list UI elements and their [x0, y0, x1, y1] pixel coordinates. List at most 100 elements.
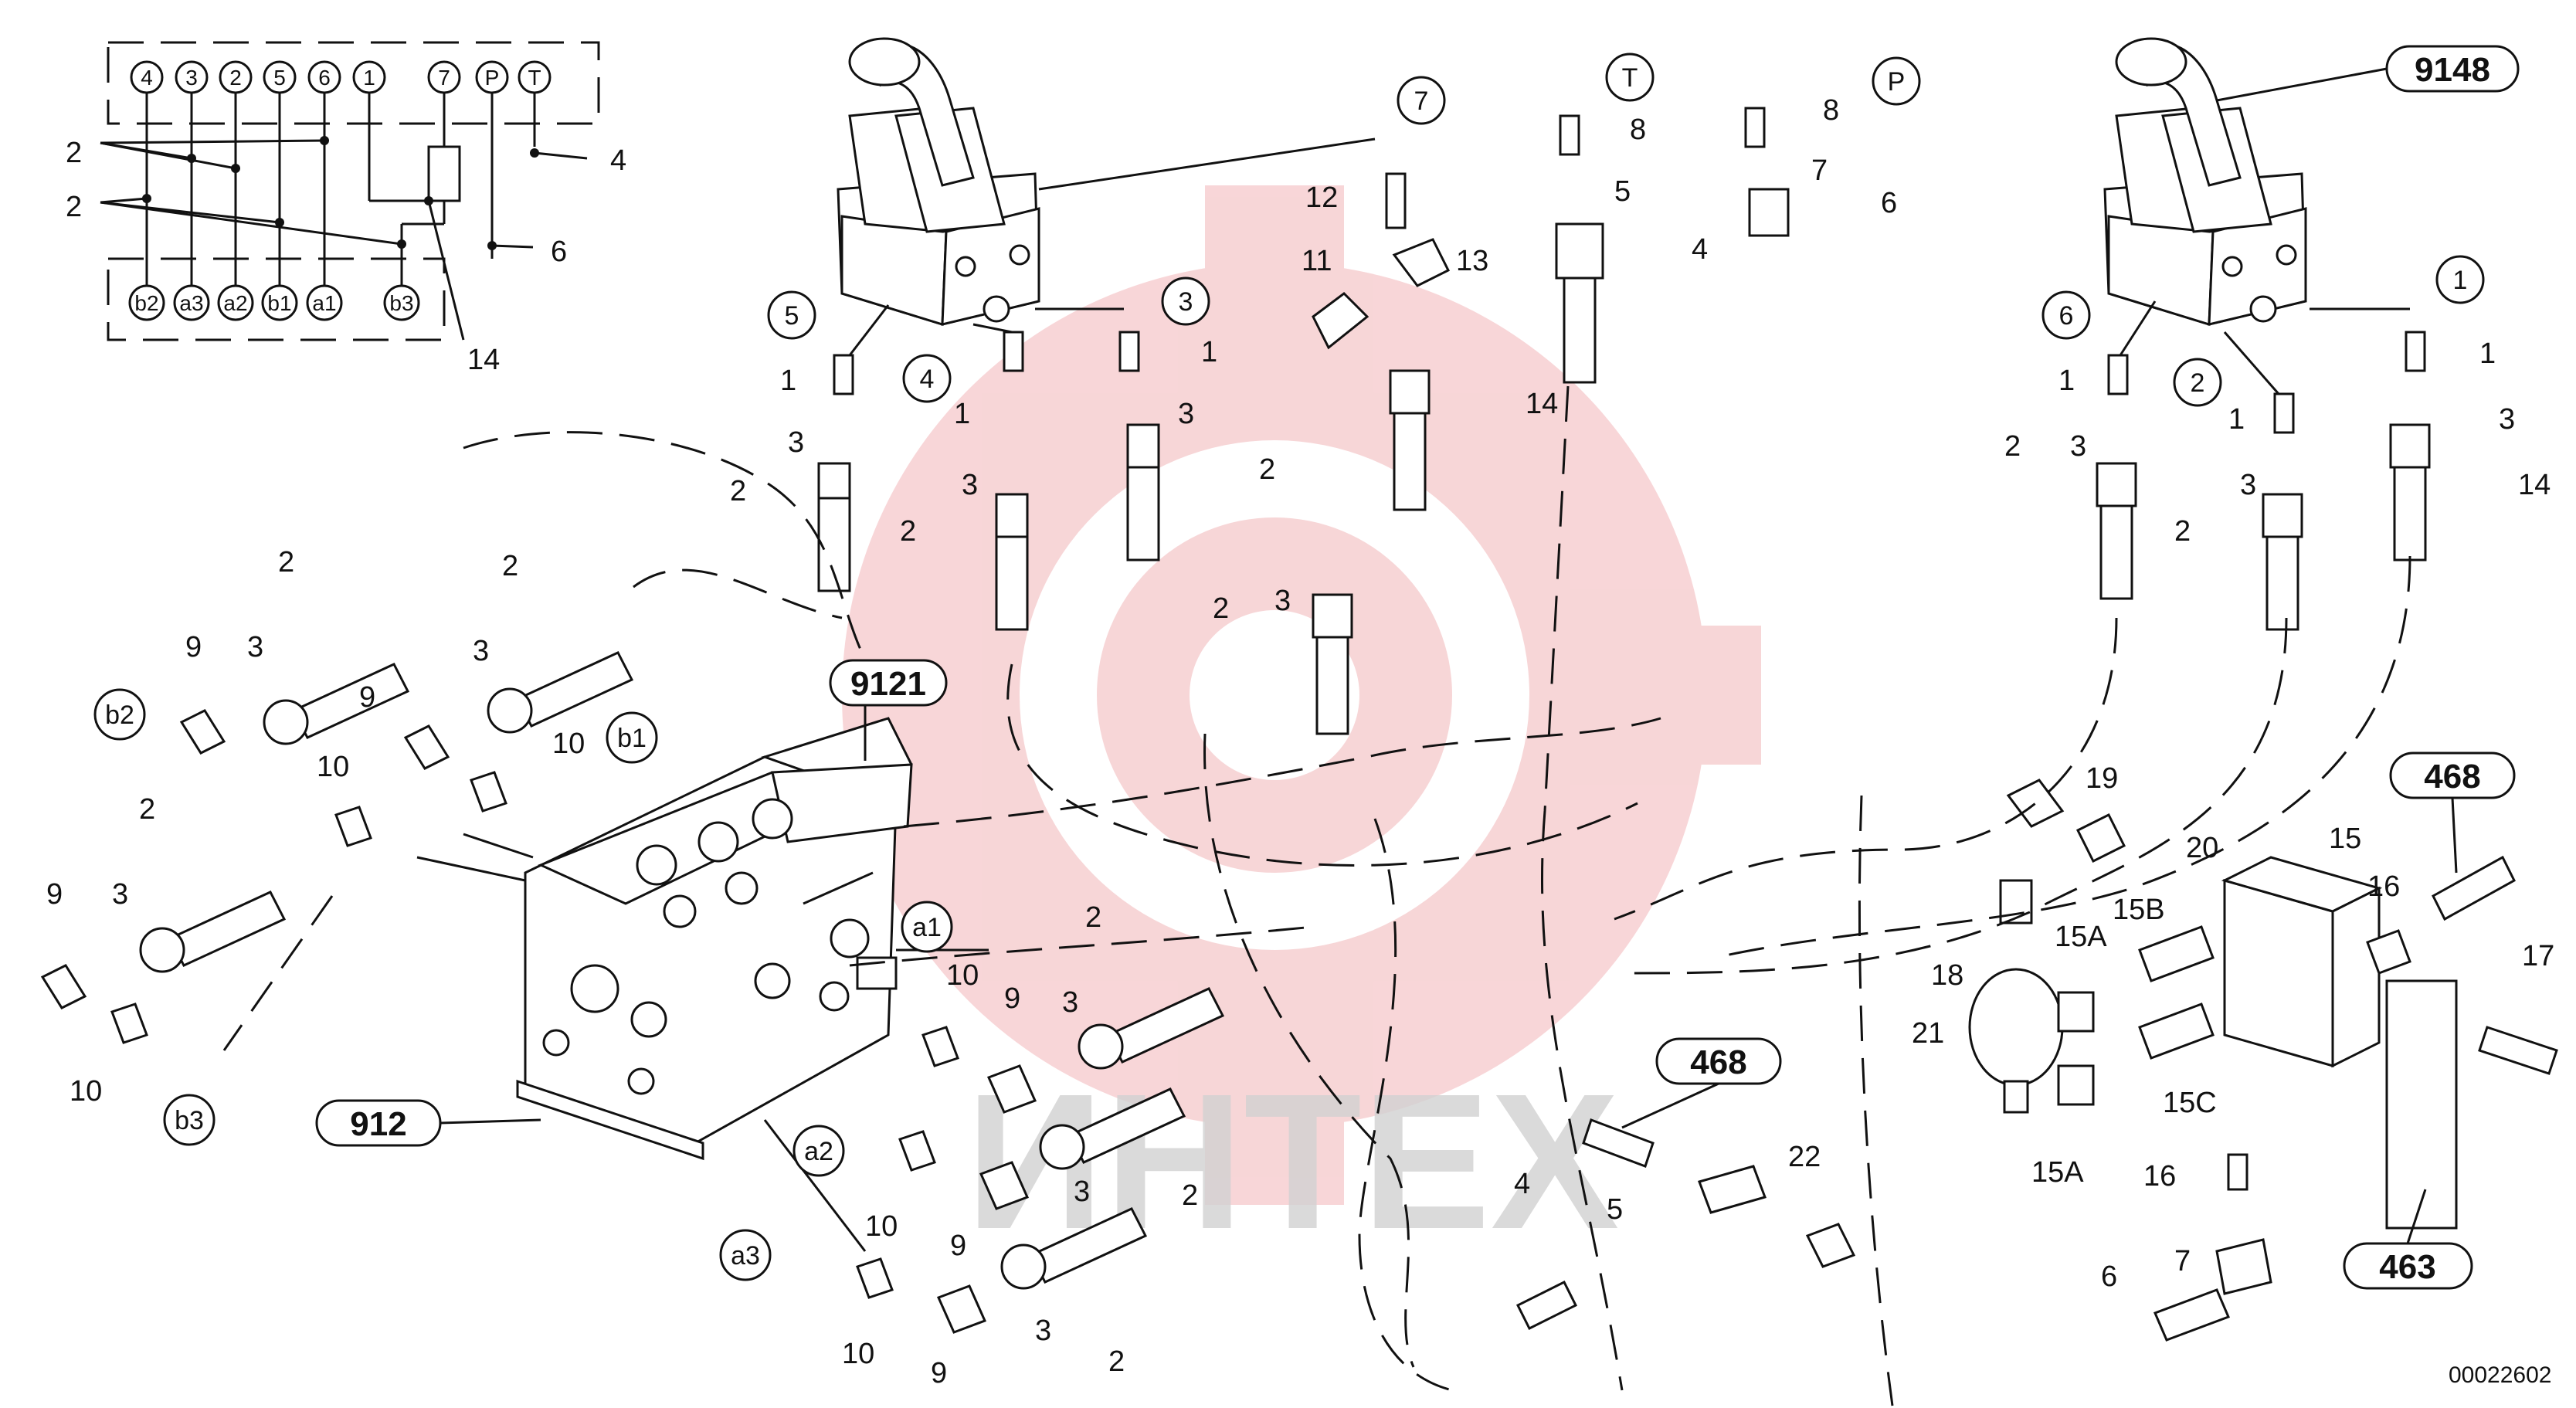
- item-label: 6: [2101, 1260, 2117, 1293]
- item-label: 10: [70, 1075, 102, 1108]
- item-label: 9: [359, 681, 375, 714]
- port-bubble: a1: [912, 913, 942, 942]
- item-label: 1: [1201, 336, 1217, 368]
- item-label: 14: [2518, 469, 2551, 501]
- ref-912: 912: [350, 1105, 406, 1143]
- item-label: 9: [950, 1230, 966, 1262]
- item-label: 2: [1085, 901, 1101, 934]
- port-bubble: 6: [2059, 301, 2074, 331]
- item-label: 7: [1811, 154, 1828, 187]
- item-label: 7: [2174, 1245, 2191, 1277]
- item-label: 18: [1931, 959, 1963, 992]
- item-label: 2: [502, 550, 518, 582]
- schematic-top-port: 6: [318, 66, 331, 90]
- item-label: 4: [1514, 1168, 1530, 1200]
- item-label: 2: [1213, 592, 1229, 625]
- item-label: 3: [1035, 1315, 1051, 1347]
- item-label: 3: [962, 469, 978, 501]
- item-label: 2: [1108, 1345, 1125, 1378]
- port-bubble: b1: [617, 724, 647, 753]
- port-bubble: 2: [2191, 368, 2205, 398]
- joystick-left: [837, 37, 1040, 327]
- item-label: 11: [1302, 245, 1332, 277]
- schematic-top-port: 1: [363, 66, 375, 90]
- item-label: 9: [185, 631, 202, 663]
- schematic-bottom-port: a2: [223, 291, 247, 315]
- item-label: 2: [2004, 430, 2021, 463]
- item-label: 1: [2479, 338, 2496, 370]
- item-label: 2: [278, 546, 294, 578]
- watermark-gear-logo: [842, 185, 1761, 1205]
- ref-468: 468: [1690, 1043, 1746, 1081]
- ref-9148: 9148: [2415, 51, 2490, 89]
- item-label: 16: [2143, 1160, 2176, 1193]
- item-label: 2: [730, 475, 746, 507]
- item-label: 1: [2228, 403, 2245, 436]
- schematic-label: 2: [66, 191, 82, 223]
- port-bubble: 1: [2453, 266, 2468, 295]
- item-label: 15A: [2055, 921, 2107, 953]
- item-label: 10: [317, 751, 349, 783]
- item-label: 20: [2186, 832, 2218, 864]
- schematic-top-port: T: [528, 66, 541, 90]
- item-label: 15C: [2163, 1087, 2217, 1119]
- item-label: 3: [1178, 398, 1194, 430]
- port-bubble: b2: [105, 701, 134, 730]
- item-label: 1: [2058, 365, 2075, 397]
- schematic-top-port: 3: [185, 66, 198, 90]
- document-number: 00022602: [2449, 1362, 2551, 1388]
- schematic-bottom-port: b2: [134, 291, 158, 315]
- schematic-top-port: 2: [229, 66, 242, 90]
- ref-468: 468: [2424, 758, 2480, 796]
- item-label: 3: [2499, 403, 2515, 436]
- item-label: 6: [1881, 187, 1897, 219]
- item-label: 10: [842, 1338, 874, 1370]
- item-label: 9: [931, 1357, 947, 1389]
- item-label: 1: [780, 365, 796, 397]
- item-label: 3: [247, 631, 263, 663]
- item-label: 15A: [2031, 1156, 2084, 1189]
- schematic-label: 2: [66, 137, 82, 169]
- schematic-bottom-port: a3: [179, 291, 203, 315]
- schematic-label: 14: [467, 344, 500, 376]
- item-label: 8: [1823, 94, 1839, 127]
- circuit-schematic: 4 3 2 5 6 1 7 P T b2 a3 a2 b1 a1 b3 2 2 …: [66, 41, 626, 376]
- port-bubble: P: [1888, 67, 1906, 97]
- port-bubble: 3: [1179, 287, 1193, 317]
- port-bubble: 5: [785, 301, 799, 331]
- item-label: 12: [1305, 182, 1338, 214]
- schematic-bottom-port: a1: [312, 291, 336, 315]
- item-label: 2: [139, 793, 155, 826]
- item-label: 10: [865, 1210, 898, 1243]
- item-label: 2: [1259, 453, 1275, 486]
- item-label: 15: [2329, 823, 2361, 855]
- port-bubble: T: [1622, 63, 1638, 93]
- schematic-label: 6: [551, 236, 567, 268]
- item-label: 17: [2522, 940, 2554, 972]
- item-label: 2: [2174, 515, 2191, 548]
- item-label: 15B: [2113, 894, 2165, 926]
- item-label: 3: [788, 426, 804, 459]
- item-label: 3: [112, 878, 128, 911]
- routing-lines: [222, 137, 2411, 1406]
- item-label: 19: [2086, 762, 2118, 795]
- item-label: 2: [1182, 1179, 1198, 1212]
- ref-463: 463: [2379, 1248, 2435, 1286]
- item-label: 16: [2367, 870, 2400, 903]
- schematic-top-port: 7: [438, 66, 450, 90]
- item-label: 5: [1614, 175, 1631, 208]
- ref-9121: 9121: [850, 665, 926, 703]
- joystick-right: [2103, 37, 2307, 327]
- port-bubble: 7: [1414, 87, 1429, 116]
- item-label: 10: [552, 728, 585, 760]
- item-label: 3: [2240, 469, 2256, 501]
- item-label: 5: [1607, 1193, 1623, 1226]
- item-label: 21: [1912, 1017, 1944, 1050]
- item-label: 10: [946, 959, 979, 992]
- port-bubble: b3: [175, 1106, 204, 1135]
- schematic-top-port: P: [485, 66, 500, 90]
- pressure-hose: [1746, 223, 1868, 796]
- port-bubble: a3: [731, 1241, 760, 1271]
- schematic-top-port: 4: [141, 66, 153, 90]
